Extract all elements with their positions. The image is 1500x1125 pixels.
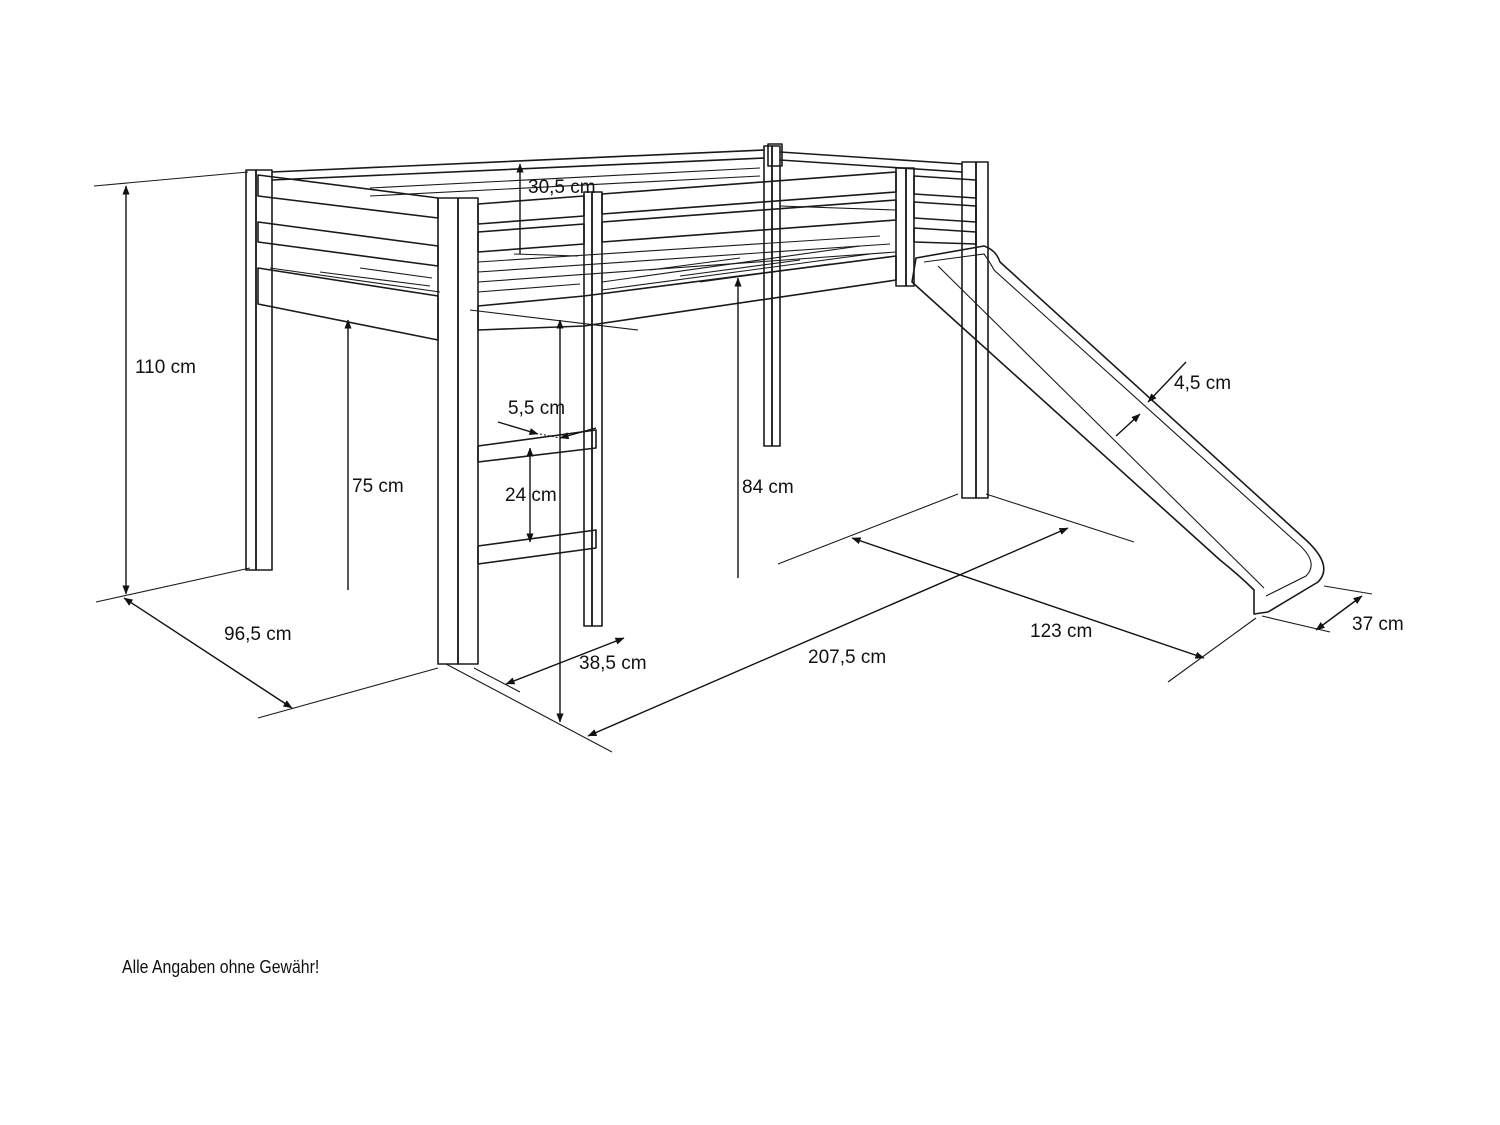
arrow-slide-side-b: [1115, 413, 1141, 437]
arrow-length: [587, 527, 1069, 737]
slide: [911, 245, 1325, 615]
label-depth: 96,5 cm: [224, 624, 292, 645]
label-slide-length: 123 cm: [1030, 621, 1092, 642]
label-rung-spacing: 24 cm: [505, 485, 557, 506]
bed-slats: [269, 235, 897, 293]
post-back-left: [245, 169, 273, 571]
label-slide-width: 37 cm: [1352, 614, 1404, 635]
post-front-right: [961, 161, 989, 499]
arrow-slide-side-a: [1147, 361, 1187, 403]
label-rail-height: 30,5 cm: [528, 177, 596, 198]
right-end-guard: [913, 175, 977, 245]
back-top-rail: [271, 149, 765, 181]
arrow-slide-width: [1315, 595, 1363, 631]
arrow-rung-thickness-b: [559, 427, 597, 440]
ladder-right-post: [583, 191, 603, 627]
label-total-height: 110 cm: [135, 357, 196, 378]
post-center-top: [767, 143, 783, 167]
arrow-rung-thickness-a: [497, 421, 539, 435]
front-guard-rails: [369, 167, 897, 253]
guide-lines: [93, 171, 1373, 753]
left-end-guard: [257, 174, 439, 341]
post-back-right: [763, 145, 781, 447]
dimension-labels: 110 cm 30,5 cm 75 cm 84 cm 5,5 cm 24 cm …: [135, 177, 1404, 674]
label-rung-thickness: 5,5 cm: [508, 398, 565, 419]
label-length: 207,5 cm: [808, 647, 886, 668]
bed-frame: [245, 143, 1325, 665]
dimension-arrows: [122, 163, 1363, 737]
disclaimer-text: Alle Angaben ohne Gewähr!: [122, 957, 320, 977]
post-front-right-guard: [895, 167, 915, 287]
label-slide-side-height: 4,5 cm: [1174, 373, 1231, 394]
right-top-rail: [779, 151, 963, 173]
label-ladder-width: 38,5 cm: [579, 653, 647, 674]
post-front-left: [437, 197, 479, 665]
arrow-depth: [123, 597, 293, 709]
arrow-slide-length: [851, 537, 1205, 659]
label-underside-height: 75 cm: [352, 476, 404, 497]
label-bed-height: 84 cm: [742, 477, 794, 498]
